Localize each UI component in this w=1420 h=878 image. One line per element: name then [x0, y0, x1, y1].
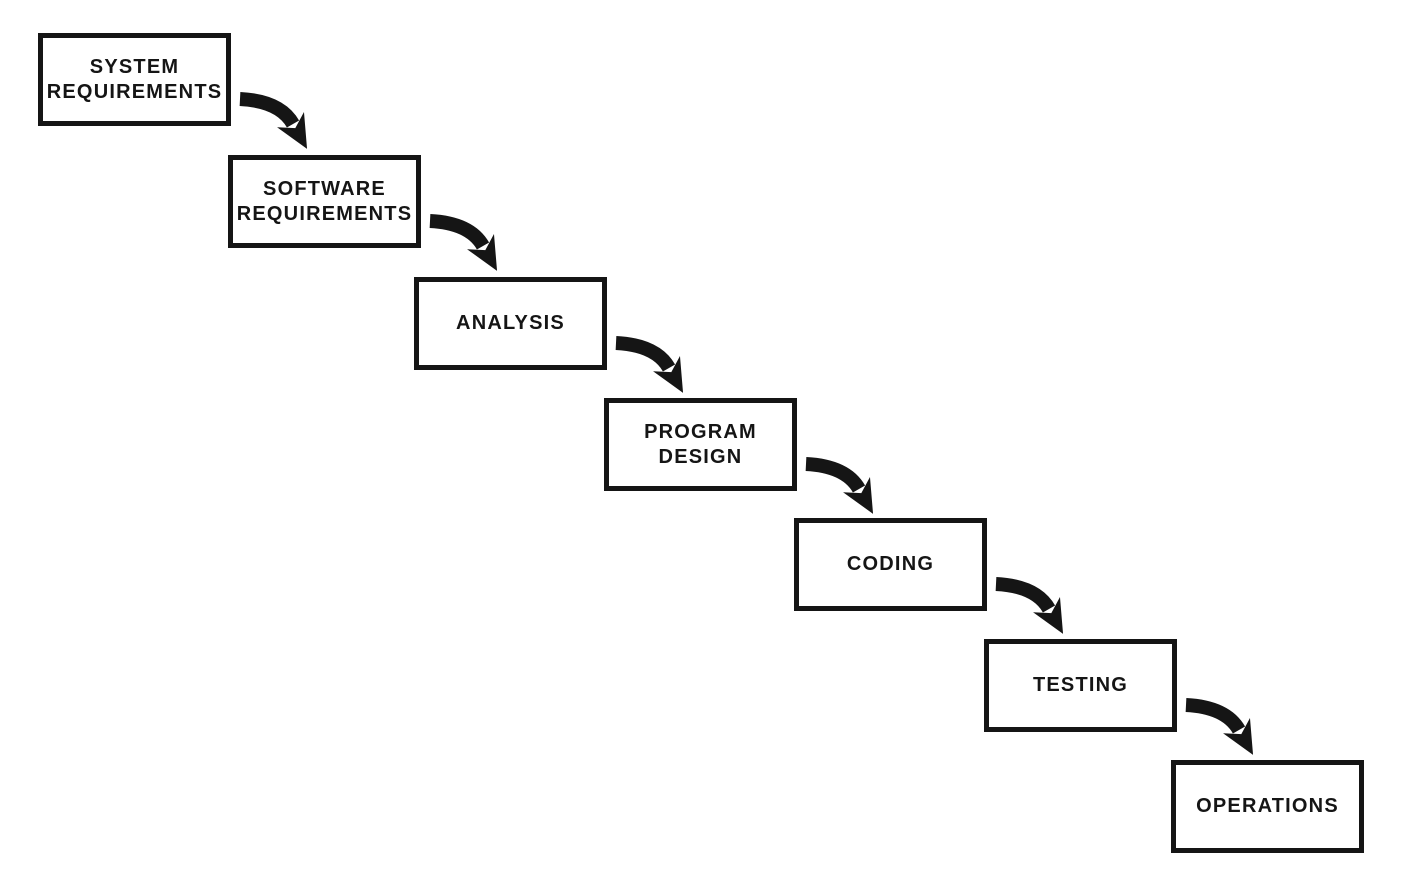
step-label-system-requirements: SYSTEM REQUIREMENTS — [46, 55, 223, 103]
step-box-program-design: PROGRAM DESIGN — [604, 398, 797, 491]
step-box-software-requirements: SOFTWARE REQUIREMENTS — [228, 155, 421, 248]
step-label-coding: CODING — [846, 553, 935, 575]
step-label-program-design: PROGRAM DESIGN — [644, 420, 757, 468]
step-label-software-requirements: SOFTWARE REQUIREMENTS — [236, 177, 413, 225]
step-box-coding: CODING — [794, 518, 987, 611]
flow-arrow-2-3 — [429, 214, 498, 271]
step-label-operations: OPERATIONS — [1196, 795, 1339, 817]
step-label-testing: TESTING — [1032, 674, 1129, 696]
flow-arrow-5-6 — [995, 577, 1064, 634]
step-box-operations: OPERATIONS — [1171, 760, 1364, 853]
step-box-testing: TESTING — [984, 639, 1177, 732]
step-box-system-requirements: SYSTEM REQUIREMENTS — [38, 33, 231, 126]
flow-arrow-4-5 — [805, 457, 874, 514]
flow-arrow-6-7 — [1185, 698, 1254, 755]
flow-arrow-1-2 — [239, 92, 308, 149]
step-label-analysis: ANALYSIS — [456, 312, 565, 334]
flow-arrow-3-4 — [615, 336, 684, 393]
step-box-analysis: ANALYSIS — [414, 277, 607, 370]
